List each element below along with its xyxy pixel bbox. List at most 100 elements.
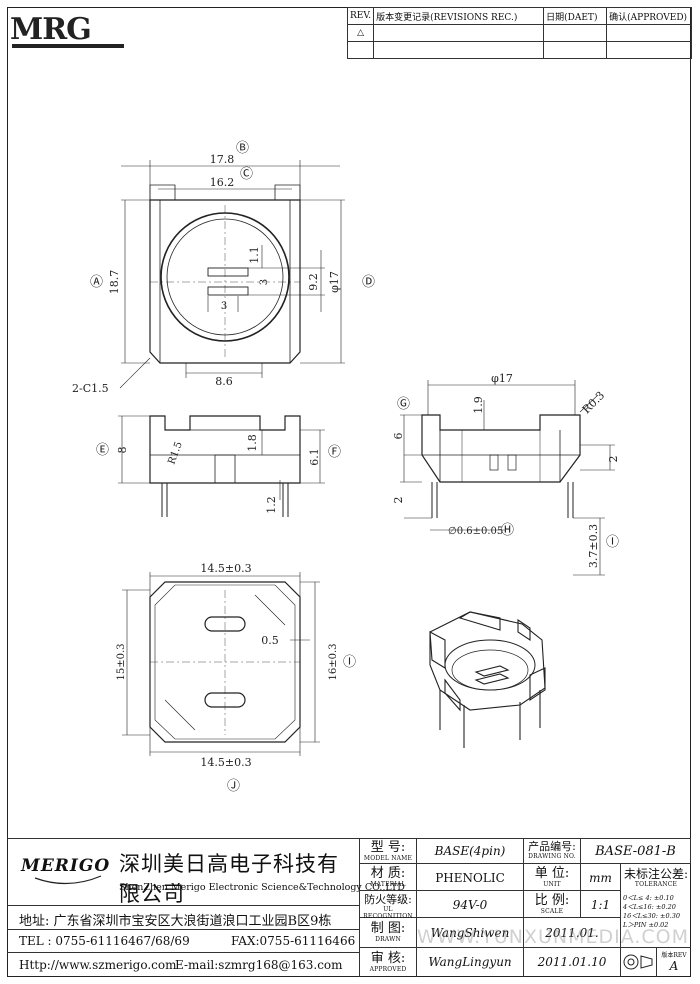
drawn-date-partial: 2011.01. [524, 918, 621, 948]
version-value: A [669, 959, 679, 973]
dim-8-6: 8.6 [215, 375, 233, 388]
tolerance-rows: 0＜L≤ 4: ±0.10 4＜L≤16: ±0.20 16＜L≤30: ±0.… [621, 888, 691, 930]
drawn-label: 制 图: [370, 921, 406, 936]
dim-2-right: 2 [607, 456, 620, 463]
ul-label: 防火等级: [364, 893, 412, 906]
version-label: 版本REV [661, 952, 687, 959]
material-sub: MATERIAL [370, 881, 406, 888]
dim-3-vertical: 3 [259, 279, 270, 285]
tolerance-sub: TOLERANCE [634, 881, 678, 888]
company-name-en: ShenZhen Merigo Electronic Science&Techn… [119, 882, 405, 893]
ul-label-cell: 防火等级: UL RECOGNITION [360, 891, 417, 920]
mrg-logo: MRG [10, 12, 92, 47]
unit-sub: UNIT [543, 881, 561, 888]
marker-f: Ⓕ [328, 445, 341, 460]
ul-value: 94V-0 [417, 891, 524, 918]
dim-14-5-bottom: 14.5±0.3 [200, 756, 251, 769]
dim-18-7: 18.7 [108, 270, 121, 295]
website: Http://www.szmerigo.com [19, 958, 177, 972]
tolerance-row: 0＜L≤ 4: ±0.10 [623, 894, 674, 902]
unit-label: 单 位: [534, 866, 570, 881]
top-view [149, 184, 301, 364]
logo-underline [12, 44, 124, 48]
dim-9-2: 9.2 [307, 273, 320, 291]
contact-web-row: Http://www.szmerigo.com E-mail:szmrg168@… [7, 953, 360, 977]
marker-b: Ⓑ [236, 141, 249, 156]
revision-table: REV. 版本变更记录(REVISIONS REC.) 日期(DAET) 确认(… [346, 7, 693, 59]
dim-3-horizontal: 3 [221, 301, 227, 312]
marker-h: Ⓗ [501, 523, 514, 538]
contact-phone-row: TEL : 0755-61116467/68/69 FAX:0755-61116… [7, 930, 360, 953]
isometric-view [429, 611, 546, 748]
dim-16: 16±0.3 [328, 643, 339, 680]
material-value: PHENOLIC [417, 864, 524, 891]
technical-drawing: 17.8 16.2 18.7 9.2 φ17 8.6 1.1 3 3 2-C1.… [72, 141, 620, 794]
model-label: 型 号: [370, 840, 406, 855]
email: E-mail:szmrg168@163.com [175, 958, 343, 972]
unit-label-cell: 单 位: UNIT [524, 864, 581, 891]
title-block: MERIGO 深圳美日高电子科技有限公司 ShenZhen Merigo Ele… [7, 838, 691, 977]
company-block: MERIGO 深圳美日高电子科技有限公司 ShenZhen Merigo Ele… [7, 838, 405, 906]
rev-empty-cell [346, 41, 375, 59]
material-label: 材 质: [370, 866, 406, 881]
dim-pin-diameter: ∅0.6±0.05 [448, 526, 503, 537]
scale-value: 1:1 [581, 891, 621, 918]
material-label-cell: 材 质: MATERIAL [360, 864, 417, 891]
drawing-no-value: BASE-081-B [581, 838, 691, 864]
telephone: TEL : 0755-61116467/68/69 [19, 934, 190, 948]
approved-value: WangLingyun [417, 948, 524, 977]
drawn-value: WangShiwen [417, 918, 524, 948]
dim-8: 8 [116, 447, 129, 454]
tolerance-row: 16＜L≤30: ±0.30 [623, 912, 680, 920]
drawing-no-label: 产品编号: [528, 840, 576, 853]
top-view-dims [119, 160, 345, 389]
dim-1-8: 1.8 [246, 434, 259, 452]
tolerance-row: L＞PIN ±0.02 [623, 921, 669, 929]
version-cell: 版本REV A [657, 948, 691, 977]
marker-c: Ⓒ [240, 167, 253, 182]
approved-label: 审 核: [370, 951, 406, 966]
dim-phi-17: φ17 [328, 271, 341, 293]
scale-sub: SCALE [540, 908, 564, 915]
marker-j: Ⓙ [227, 779, 240, 794]
dim-0-5: 0.5 [261, 634, 279, 647]
marker-d: Ⓓ [362, 275, 375, 290]
model-sub: MODEL NAME [363, 855, 413, 862]
bottom-view [149, 581, 301, 743]
scale-label: 比 例: [534, 893, 570, 908]
dim-chamfer: 2-C1.5 [72, 382, 109, 395]
address-line: 地址: 广东省深圳市宝安区大浪街道浪口工业园B区9栋 [7, 906, 360, 930]
dim-r0-3: R0.3 [580, 389, 607, 416]
dim-1-9: 1.9 [472, 396, 485, 414]
fax: FAX:0755-61116466 [231, 934, 356, 948]
dim-6: 6 [392, 433, 405, 440]
dim-3-7: 3.7±0.3 [587, 524, 600, 568]
company-name-cn: 深圳美日高电子科技有限公司 [119, 852, 339, 906]
drawing-no-label-cell: 产品编号: DRAWING NO. [524, 838, 581, 864]
drawing-no-sub: DRAWING NO. [528, 853, 576, 860]
dim-15: 15±0.3 [116, 643, 127, 680]
scale-label-cell: 比 例: SCALE [524, 891, 581, 918]
drawn-sub: DRAWN [375, 936, 401, 943]
marker-e: Ⓔ [96, 443, 109, 458]
dim-14-5-top: 14.5±0.3 [200, 562, 251, 575]
tolerance-box: 未标注公差: TOLERANCE 0＜L≤ 4: ±0.10 4＜L≤16: ±… [621, 864, 691, 948]
approved-date: 2011.01.10 [524, 948, 621, 977]
dim-section-phi17: φ17 [491, 372, 513, 385]
ul-sub: UL RECOGNITION [363, 906, 413, 920]
approved-sub: APPROVED [369, 966, 407, 973]
marker-i-section: Ⓘ [606, 535, 619, 550]
section-view-dims [400, 380, 615, 576]
section-view [421, 414, 581, 518]
dim-1-1: 1.1 [248, 246, 261, 264]
drawn-label-cell: 制 图: DRAWN [360, 918, 417, 948]
model-value: BASE(4pin) [417, 838, 524, 864]
front-view [149, 415, 301, 517]
unit-value: mm [581, 864, 621, 891]
field-grid: 型 号: MODEL NAME BASE(4pin) 产品编号: DRAWING… [360, 838, 691, 977]
merigo-script-logo: MERIGO [21, 856, 111, 876]
dim-6-1: 6.1 [308, 448, 321, 466]
dim-r1-5: R1.5 [166, 440, 184, 466]
projection-symbol-icon [623, 954, 653, 970]
tolerance-row: 4＜L≤16: ±0.20 [623, 903, 676, 911]
